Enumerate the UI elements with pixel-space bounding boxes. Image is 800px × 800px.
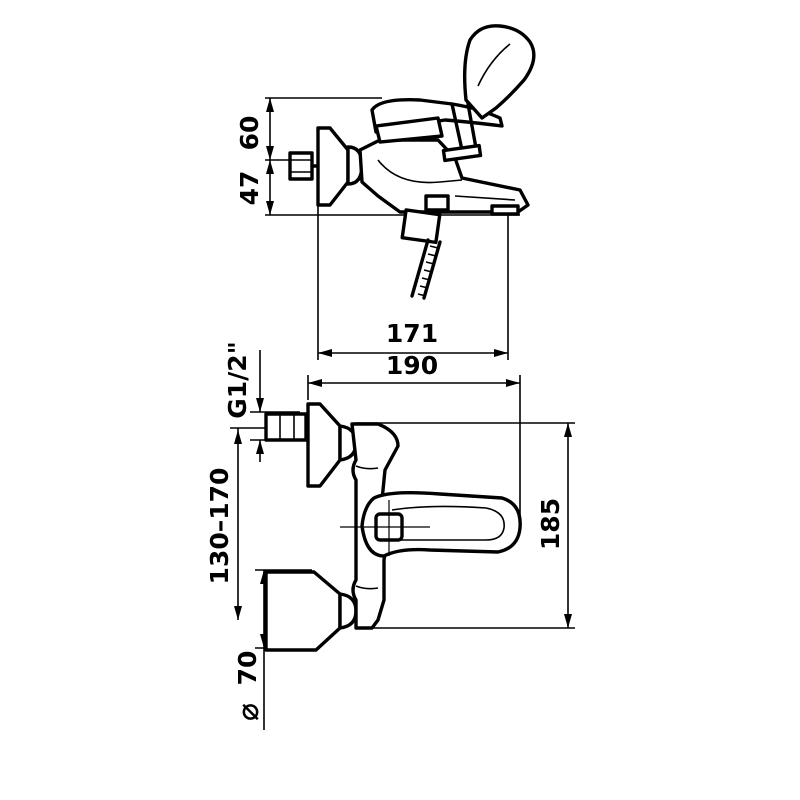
dim-47-label: 47	[235, 171, 264, 206]
front-lower-rosette	[264, 570, 342, 652]
dim-171-label: 171	[386, 319, 438, 348]
side-diverter	[400, 208, 442, 245]
diameter-symbol: ⌀	[231, 703, 266, 721]
front-view	[230, 350, 575, 730]
side-hand-shower	[462, 24, 536, 120]
dim-spacing-label: 130–170	[205, 468, 234, 585]
side-body	[358, 138, 530, 214]
dim-190-label: 190	[386, 351, 438, 380]
front-upper-rosette	[306, 402, 342, 488]
front-upper-nut	[264, 412, 308, 442]
dim-60-label: 60	[235, 116, 264, 151]
dim-185-label: 185	[536, 498, 565, 550]
side-rosette	[316, 126, 350, 207]
side-nut	[288, 151, 314, 181]
dim-thread-label: G1/2"	[223, 341, 252, 418]
dim-70-label: 70	[233, 651, 262, 686]
side-view	[265, 24, 536, 360]
